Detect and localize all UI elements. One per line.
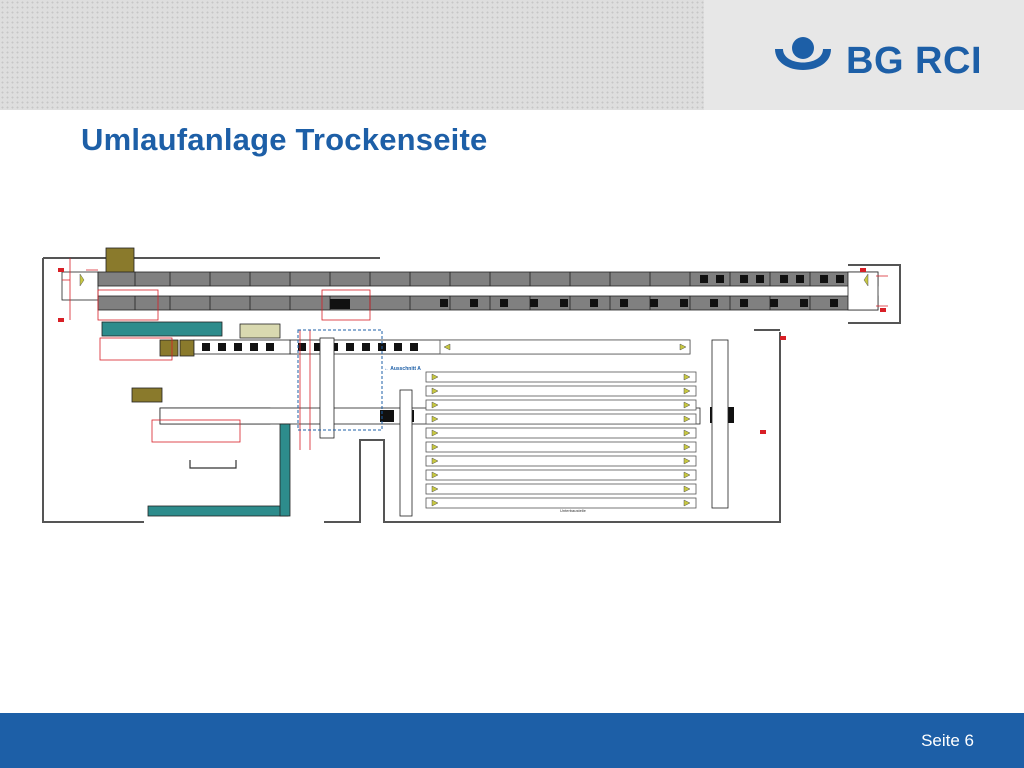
lane-arrows (79, 273, 869, 507)
safety-markers (58, 268, 886, 434)
building-outline (42, 257, 901, 523)
bg-rci-logo: BG RCI (772, 35, 982, 87)
unterbau-label: Unterbaustelle (560, 508, 587, 513)
footer-bar: Seite 6 (0, 713, 1024, 768)
ausschnitt-label: ← Ausschnitt A (384, 366, 421, 372)
storage-lanes (425, 339, 697, 509)
bg-rci-emblem-icon (775, 37, 831, 70)
conveyor-plan-drawing: ← Ausschnitt A Unterbaustelle (42, 247, 901, 523)
lower-left-curve (189, 460, 237, 469)
slide-title: Umlaufanlage Trockenseite (81, 122, 488, 157)
page-number: Seite 6 (921, 731, 974, 750)
safety-zones (62, 258, 888, 450)
vertical-conveyors (319, 337, 729, 517)
top-conveyor-pallets (330, 275, 844, 309)
logo-text: BG RCI (846, 40, 982, 82)
logo-area (704, 0, 1024, 110)
ausschnitt-frame (297, 329, 383, 431)
lower-left-conveyor (147, 423, 291, 517)
